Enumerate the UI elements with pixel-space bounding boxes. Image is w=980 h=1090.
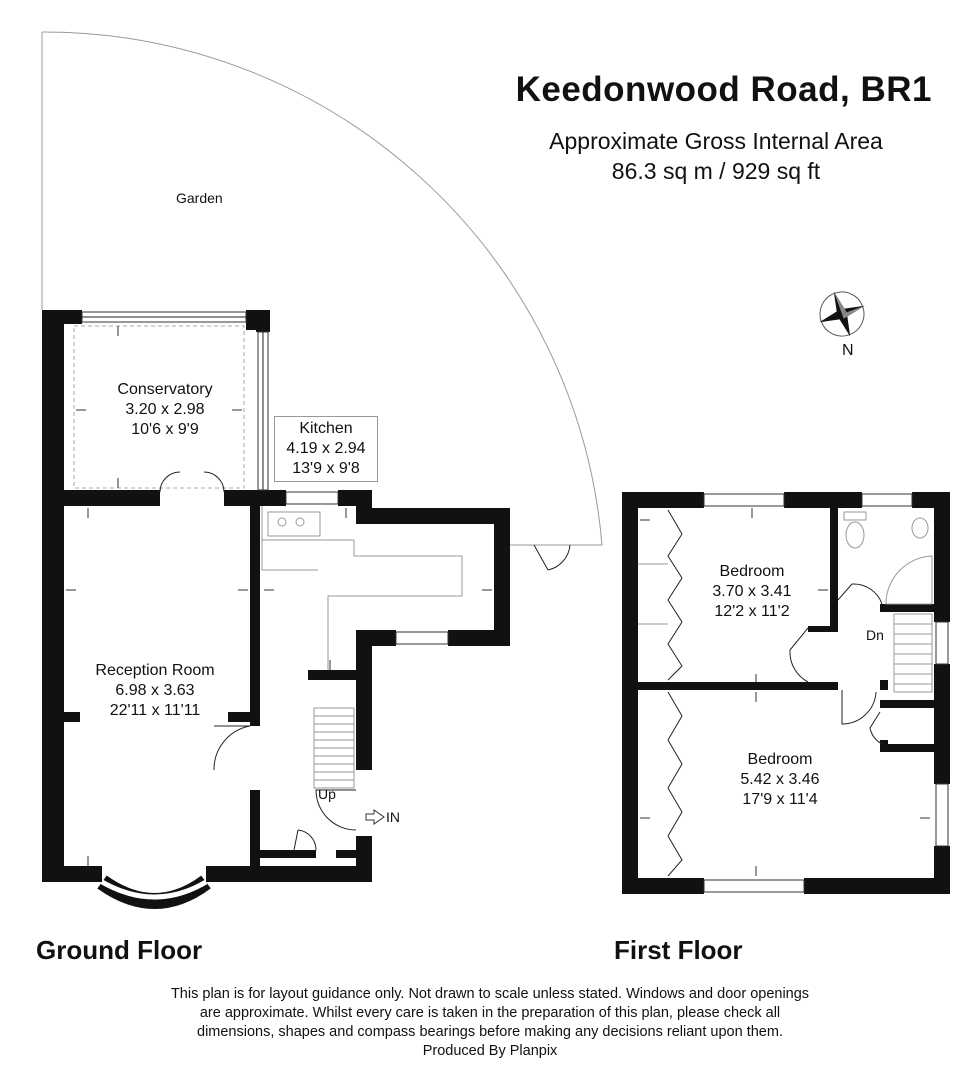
dimension-ticks bbox=[66, 326, 930, 876]
garden-label: Garden bbox=[176, 190, 223, 206]
first-floor-details bbox=[638, 509, 933, 877]
ground-floor-walls bbox=[42, 310, 510, 882]
ground-floor-label: Ground Floor bbox=[36, 935, 203, 965]
room-conservatory: Conservatory 3.20 x 2.98 10'6 x 9'9 bbox=[117, 381, 213, 438]
room-reception: Reception Room 6.98 x 3.63 22'11 x 11'11 bbox=[95, 662, 215, 719]
first-floor-label: First Floor bbox=[614, 935, 743, 965]
compass-north-label: N bbox=[842, 342, 854, 359]
ground-floor-windows bbox=[81, 311, 449, 909]
stairs-down-label: Dn bbox=[866, 627, 884, 643]
ground-floor-details bbox=[73, 325, 571, 851]
room-bedroom-1: Bedroom 3.70 x 3.41 12'2 x 11'2 bbox=[712, 563, 792, 620]
garden-outline bbox=[41, 31, 603, 546]
area-summary: Approximate Gross Internal Area 86.3 sq … bbox=[506, 126, 926, 186]
first-floor-windows bbox=[703, 493, 949, 893]
entrance-label: IN bbox=[386, 809, 400, 825]
area-line-1: Approximate Gross Internal Area bbox=[549, 128, 883, 154]
room-kitchen: Kitchen 4.19 x 2.94 13'9 x 9'8 bbox=[274, 416, 378, 482]
property-title: Keedonwood Road, BR1 bbox=[515, 70, 932, 109]
room-bedroom-2: Bedroom 5.42 x 3.46 17'9 x 11'4 bbox=[740, 751, 820, 808]
area-line-2: 86.3 sq m / 929 sq ft bbox=[611, 158, 821, 184]
compass-icon bbox=[819, 291, 865, 337]
disclaimer: This plan is for layout guidance only. N… bbox=[170, 986, 810, 1059]
stairs-up-label: Up bbox=[318, 786, 336, 802]
first-floor-walls bbox=[622, 492, 950, 894]
